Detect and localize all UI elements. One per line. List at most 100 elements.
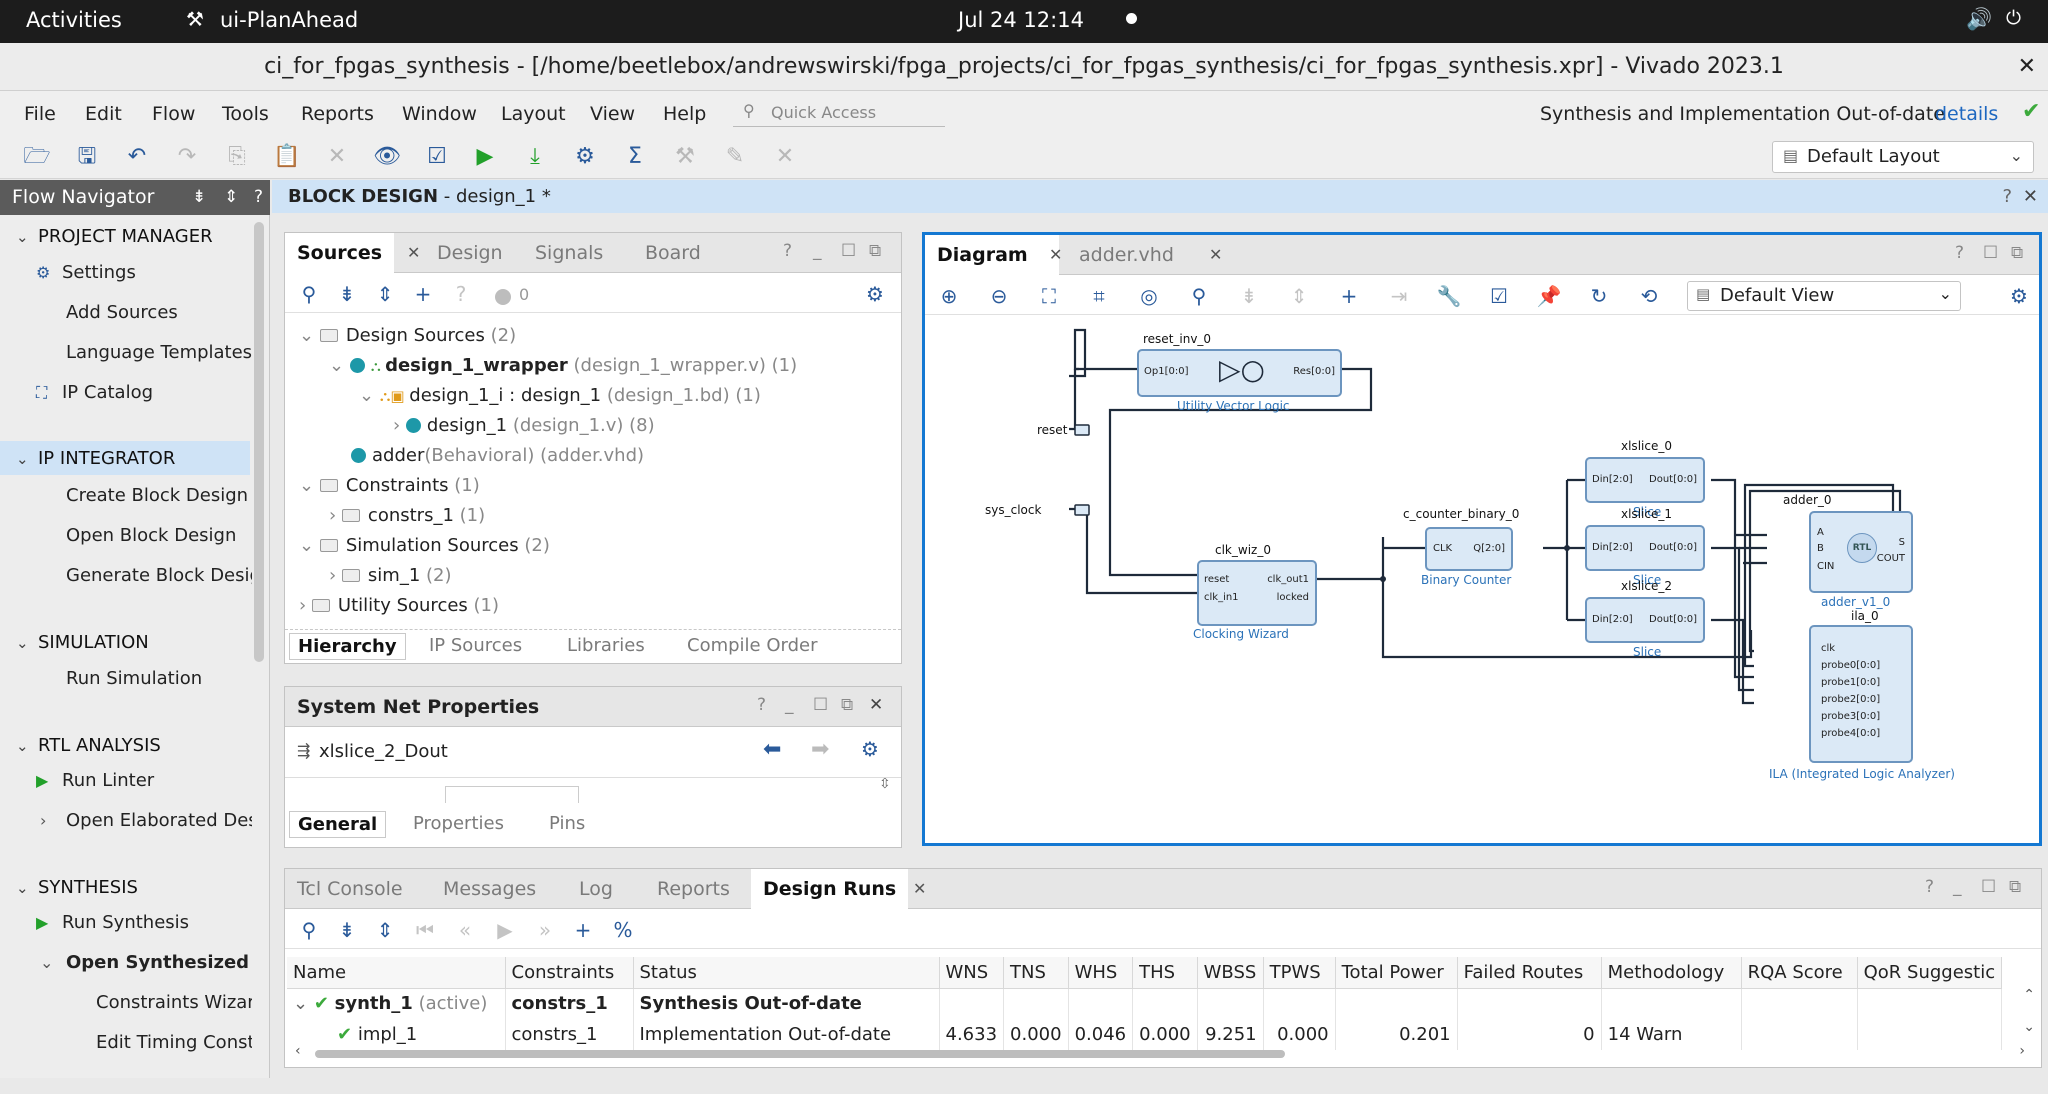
gear-icon[interactable]: ⚙ xyxy=(861,737,879,761)
gear-icon[interactable]: ⚙ xyxy=(866,282,884,306)
details-link[interactable]: details xyxy=(1935,103,1999,125)
flow-navigator-scrollbar[interactable] xyxy=(254,222,264,662)
back-arrow-icon[interactable]: ⬅ xyxy=(763,737,782,762)
section-rtl-analysis[interactable]: ⌄RTL ANALYSIS xyxy=(16,735,161,756)
tree-design-instance[interactable]: ⌄ ⛬▣ design_1_i : design_1 (design_1.bd)… xyxy=(359,385,761,406)
menu-flow[interactable]: Flow xyxy=(152,103,196,125)
menu-view[interactable]: View xyxy=(590,103,636,125)
first-icon[interactable]: ⏮ xyxy=(416,918,434,942)
block-xlslice0[interactable]: Din[2:0] Dout[0:0] xyxy=(1585,457,1705,503)
power-icon[interactable]: ⏻ xyxy=(2006,7,2022,29)
expand-all-icon[interactable]: ⇕ xyxy=(376,282,394,306)
refresh-icon[interactable]: ↻ xyxy=(1590,284,1608,308)
clock[interactable]: Jul 24 12:14 xyxy=(958,8,1084,32)
save-icon[interactable]: 🖫 xyxy=(77,144,97,169)
nav-edit-timing-constraints[interactable]: Edit Timing Constraints xyxy=(96,1032,252,1053)
nav-run-synthesis[interactable]: ▶Run Synthesis xyxy=(36,912,190,933)
tab-compile-order[interactable]: Compile Order xyxy=(687,635,818,656)
binoculars-icon[interactable]: 👁 xyxy=(373,144,401,169)
pencil-icon[interactable]: ✎ xyxy=(725,144,745,169)
horizontal-scrollbar[interactable]: ‹ › xyxy=(295,1043,2025,1061)
search-icon[interactable]: ⚲ xyxy=(301,282,317,306)
open-project-icon[interactable]: 🗁 xyxy=(23,144,51,169)
block-adder[interactable]: A B CIN S COUT RTL xyxy=(1809,511,1913,593)
layout-select[interactable]: ▤ Default Layout ⌄ xyxy=(1772,141,2034,173)
maximize-icon[interactable]: ☐ xyxy=(841,241,857,261)
tab-adder-vhd[interactable]: adder.vhd xyxy=(1079,244,1174,266)
col-wns[interactable]: WNS xyxy=(939,957,1005,989)
col-constraints[interactable]: Constraints xyxy=(505,957,634,989)
tab-signals[interactable]: Signals xyxy=(535,242,604,264)
nav-generate-block-design[interactable]: Generate Block Design xyxy=(66,565,252,586)
menu-window[interactable]: Window xyxy=(402,103,477,125)
close-tab-icon[interactable]: ✕ xyxy=(913,879,927,898)
maximize-icon[interactable]: ☐ xyxy=(1983,243,1999,263)
scroll-right-icon[interactable]: › xyxy=(2019,1043,2025,1059)
col-total-power[interactable]: Total Power xyxy=(1335,957,1458,989)
properties-icon[interactable]: ? xyxy=(455,282,467,306)
menu-layout[interactable]: Layout xyxy=(501,103,566,125)
table-row[interactable]: ✔ impl_1 constrs_1 Implementation Out-of… xyxy=(287,1019,2003,1050)
pin-icon[interactable]: 📌 xyxy=(1536,284,1562,308)
redo-icon[interactable]: ↷ xyxy=(177,144,197,169)
col-tns[interactable]: TNS xyxy=(1003,957,1069,989)
col-methodology[interactable]: Methodology xyxy=(1601,957,1742,989)
program-device-icon[interactable]: ⤓ xyxy=(530,144,540,169)
block-xlslice1[interactable]: Din[2:0] Dout[0:0] xyxy=(1585,525,1705,571)
maximize-icon[interactable]: ☐ xyxy=(1981,877,1997,897)
sigma-icon[interactable]: Σ xyxy=(628,144,642,169)
nav-ip-catalog[interactable]: ⛶IP Catalog xyxy=(36,382,154,403)
menu-help[interactable]: Help xyxy=(663,103,707,125)
run-icon[interactable]: ▶ xyxy=(476,144,494,169)
col-wbss[interactable]: WBSS xyxy=(1197,957,1264,989)
float-icon[interactable]: ⧉ xyxy=(2009,877,2022,897)
tab-diagram[interactable]: Diagram xyxy=(925,235,1059,275)
nav-open-synthesized-design[interactable]: ⌄Open Synthesized Design xyxy=(40,952,252,973)
col-rqa-score[interactable]: RQA Score xyxy=(1741,957,1858,989)
zoom-in-icon[interactable]: ⊕ xyxy=(940,284,958,308)
tab-properties[interactable]: Properties xyxy=(413,813,504,834)
col-qor-suggestions[interactable]: QoR Suggestic xyxy=(1857,957,2003,989)
col-status[interactable]: Status xyxy=(633,957,940,989)
nav-run-linter[interactable]: ▶Run Linter xyxy=(36,770,155,791)
col-whs[interactable]: WHS xyxy=(1068,957,1134,989)
block-reset-inv[interactable]: Op1[0:0] ▷○ Res[0:0] xyxy=(1137,349,1342,397)
search-icon[interactable]: ⚲ xyxy=(301,918,317,942)
close-tab-icon[interactable]: ✕ xyxy=(1049,245,1063,264)
help-icon[interactable]: ? xyxy=(1955,243,1965,263)
block-ila[interactable]: clk probe0[0:0] probe1[0:0] probe2[0:0] … xyxy=(1809,625,1913,763)
col-failed-routes[interactable]: Failed Routes xyxy=(1457,957,1602,989)
section-ip-integrator[interactable]: ⌄IP INTEGRATOR xyxy=(16,448,176,469)
port-reset[interactable]: reset xyxy=(1037,423,1068,437)
expand-all-icon[interactable]: ⇕ xyxy=(224,187,239,207)
settings-gear-icon[interactable]: ⚙ xyxy=(575,144,595,169)
minimize-icon[interactable]: _ xyxy=(813,241,822,261)
menu-tools[interactable]: Tools xyxy=(222,103,269,125)
menu-file[interactable]: File xyxy=(24,103,56,125)
close-tab-icon[interactable]: ✕ xyxy=(407,243,421,262)
tree-design-sources[interactable]: ⌄ Design Sources (2) xyxy=(299,325,517,346)
percent-icon[interactable]: % xyxy=(613,918,633,942)
quick-access-input[interactable]: ⚲ Quick Access xyxy=(733,99,945,127)
tab-general[interactable]: General xyxy=(289,811,387,838)
tab-design-runs[interactable]: Design Runs xyxy=(751,869,909,909)
undo-icon[interactable]: ↶ xyxy=(127,144,147,169)
copy-icon[interactable]: ⎘ xyxy=(228,144,246,169)
tool-disabled-icon[interactable]: ⚒ xyxy=(675,144,695,169)
minimize-icon[interactable]: _ xyxy=(785,695,794,715)
section-simulation[interactable]: ⌄SIMULATION xyxy=(16,632,149,653)
scroll-arrows-icon[interactable]: ⇳ xyxy=(879,777,891,792)
block-clk-wiz[interactable]: reset clk_in1 clk_out1 locked xyxy=(1197,560,1317,626)
tab-libraries[interactable]: Libraries xyxy=(567,635,645,656)
nav-add-sources[interactable]: Add Sources xyxy=(66,302,178,323)
validate-design-icon[interactable]: ☑ xyxy=(1490,284,1508,308)
block-xlslice2[interactable]: Din[2:0] Dout[0:0] xyxy=(1585,597,1705,643)
view-select[interactable]: ▤ Default View ⌄ xyxy=(1687,281,1961,311)
table-row[interactable]: ⌄ ✔ synth_1 (active) constrs_1 Synthesis… xyxy=(287,988,2003,1019)
col-tpws[interactable]: TPWS xyxy=(1263,957,1336,989)
tab-tcl-console[interactable]: Tcl Console xyxy=(297,878,403,900)
section-project-manager[interactable]: ⌄PROJECT MANAGER xyxy=(16,226,213,247)
cancel-run-icon[interactable]: ✕ xyxy=(775,144,795,169)
help-icon[interactable]: ? xyxy=(757,695,767,715)
collapse-all-icon[interactable]: ⇟ xyxy=(192,187,207,207)
